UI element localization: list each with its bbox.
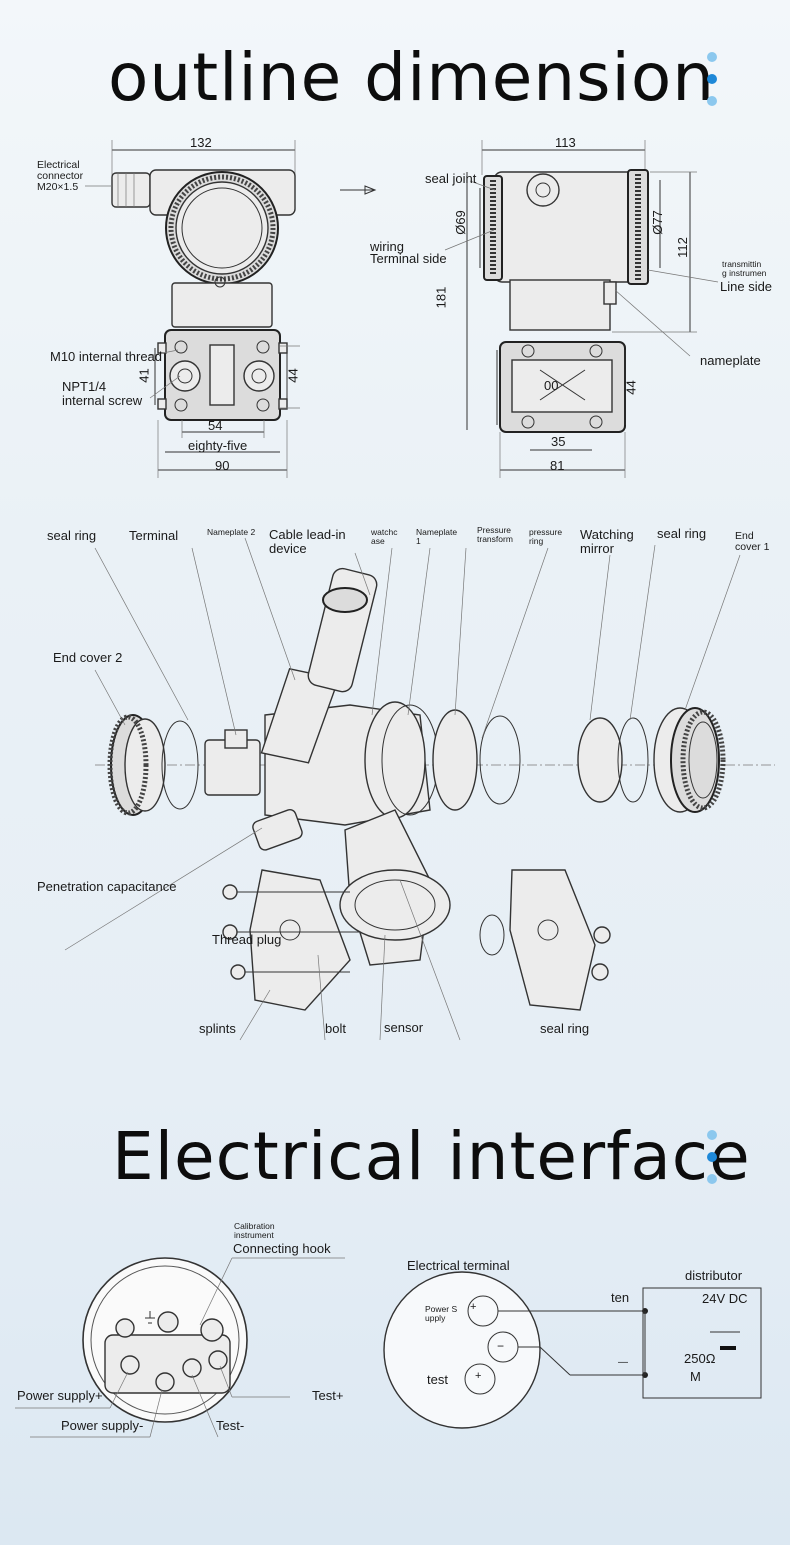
wiring-label: wiring	[370, 239, 404, 254]
dot-icon	[707, 74, 717, 84]
watchcase-label: watchc ase	[371, 527, 398, 546]
outline-dimension-title: outline dimension	[108, 39, 716, 116]
transmitting-label: transmittin g instrumen	[722, 259, 767, 278]
dim-112: 112	[674, 237, 690, 258]
test-label: test	[427, 1372, 448, 1387]
exploded-view-drawing	[64, 537, 775, 1041]
splints-label: splints	[199, 1021, 236, 1036]
electrical-interface-title: Electrical interface	[112, 1118, 751, 1195]
pressure-transform-label: Pressure transform	[477, 525, 513, 544]
wiring-diagram	[383, 1271, 762, 1429]
thread-plug-label: Thread plug	[212, 932, 282, 947]
test-plus-label: Test+	[312, 1388, 344, 1403]
end-cover-2-label: End cover 2	[53, 650, 123, 665]
dim-100: 00	[544, 378, 559, 393]
terminal-head-drawing	[15, 1257, 345, 1438]
npt-label: NPT1/4 internal screw	[62, 379, 143, 408]
dim-181: 181	[433, 286, 449, 309]
penetration-capacitance-label: Penetration capacitance	[37, 879, 177, 894]
end-cover-1-label: End cover 1	[735, 530, 770, 553]
dim-44-front: 44	[285, 368, 301, 383]
dim-d69: Ø69	[452, 210, 468, 235]
dim-44-side: 44	[623, 380, 639, 395]
cable-lead-in-label: Cable lead-in device	[269, 527, 346, 556]
electrical-terminal-label: Electrical terminal	[407, 1258, 510, 1273]
dim-35: 35	[551, 434, 566, 449]
power-supply-plus-label: Power supply+	[17, 1388, 103, 1403]
dim-54: 54	[208, 418, 223, 433]
side-view-drawing	[444, 140, 719, 478]
bolt-label: bolt	[325, 1021, 346, 1036]
dot-icon	[707, 96, 717, 106]
dot-icon	[707, 1152, 717, 1162]
nameplate-1-label: Nameplate 1	[416, 527, 458, 546]
dim-85: eighty-five	[188, 438, 248, 453]
front-view-drawing	[85, 140, 377, 478]
nameplate-2-label: Nameplate 2	[207, 527, 256, 537]
distributor-label: distributor	[685, 1268, 743, 1283]
ten-label: ten	[611, 1290, 630, 1305]
title-dots-1	[707, 52, 717, 118]
seal-ring-label-3: seal ring	[540, 1021, 590, 1036]
power-supply-small-label: Power S upply	[425, 1304, 458, 1323]
dot-icon	[707, 52, 717, 62]
seal-joint-label: seal joint	[425, 171, 477, 186]
seal-ring-label-1: seal ring	[47, 528, 97, 543]
calibration-instrument-label: Calibration instrument	[234, 1221, 275, 1240]
plus-terminal-icon: +	[470, 1301, 477, 1313]
m-label: M	[690, 1369, 701, 1384]
watching-mirror-label: Watching mirror	[580, 527, 634, 556]
test-terminal-icon: +	[475, 1370, 482, 1382]
resistor-label: 250Ω	[684, 1351, 716, 1366]
electrical-connector-label: Electrical connector M20×1.5	[37, 159, 84, 193]
minus-terminal-icon: −	[497, 1339, 505, 1353]
seal-ring-label-2: seal ring	[657, 526, 707, 541]
dim-41: 41	[136, 368, 152, 383]
dim-113: 113	[555, 135, 576, 150]
minus-label: —	[618, 1357, 628, 1368]
dim-81: 81	[550, 458, 565, 473]
dot-icon	[707, 1174, 717, 1184]
dim-132: 132	[190, 135, 212, 150]
terminal-label: Terminal	[129, 528, 179, 543]
terminal-side-label: Terminal side	[370, 251, 447, 266]
dim-d77: Ø77	[649, 210, 665, 235]
dim-90: 90	[215, 458, 230, 473]
voltage-label: 24V DC	[702, 1291, 748, 1306]
line-side-label: Line side	[720, 279, 773, 294]
pressure-ring-label: pressure ring	[529, 527, 563, 546]
sensor-label: sensor	[384, 1020, 424, 1035]
connecting-hook-label: Connecting hook	[233, 1241, 331, 1256]
test-minus-label: Test-	[216, 1418, 245, 1433]
nameplate-label: nameplate	[700, 353, 761, 368]
title-dots-2	[707, 1130, 717, 1196]
power-supply-minus-label: Power supply-	[61, 1418, 144, 1433]
m10-thread-label: M10 internal thread	[50, 349, 163, 364]
dot-icon	[707, 1130, 717, 1140]
